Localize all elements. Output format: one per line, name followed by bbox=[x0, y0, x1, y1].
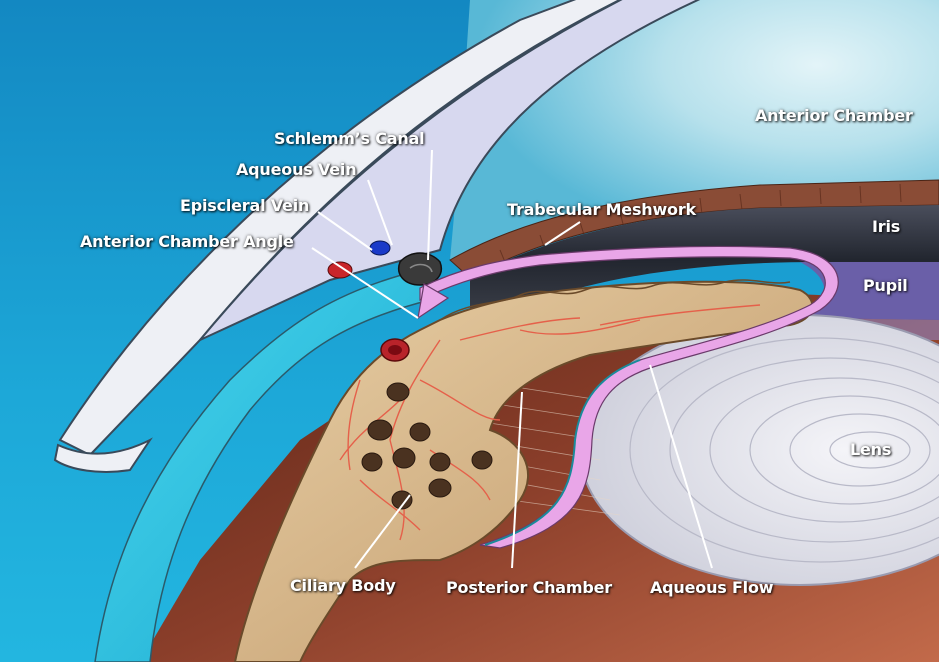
label-posterior-chamber: Posterior Chamber bbox=[446, 578, 612, 597]
label-lens: Lens bbox=[850, 440, 892, 459]
label-iris: Iris bbox=[872, 217, 901, 236]
label-anterior-chamber: Anterior Chamber bbox=[755, 106, 913, 125]
label-aqueous-vein: Aqueous Vein bbox=[236, 160, 357, 179]
label-trabecular-meshwork: Trabecular Meshwork bbox=[507, 200, 696, 219]
label-schlemms-canal: Schlemm’s Canal bbox=[274, 129, 425, 148]
label-episcleral-vein: Episcleral Vein bbox=[180, 196, 310, 215]
label-anterior-chamber-angle: Anterior Chamber Angle bbox=[80, 232, 294, 251]
label-ciliary-body: Ciliary Body bbox=[290, 576, 396, 595]
label-pupil: Pupil bbox=[863, 276, 908, 295]
label-aqueous-flow: Aqueous Flow bbox=[650, 578, 774, 597]
